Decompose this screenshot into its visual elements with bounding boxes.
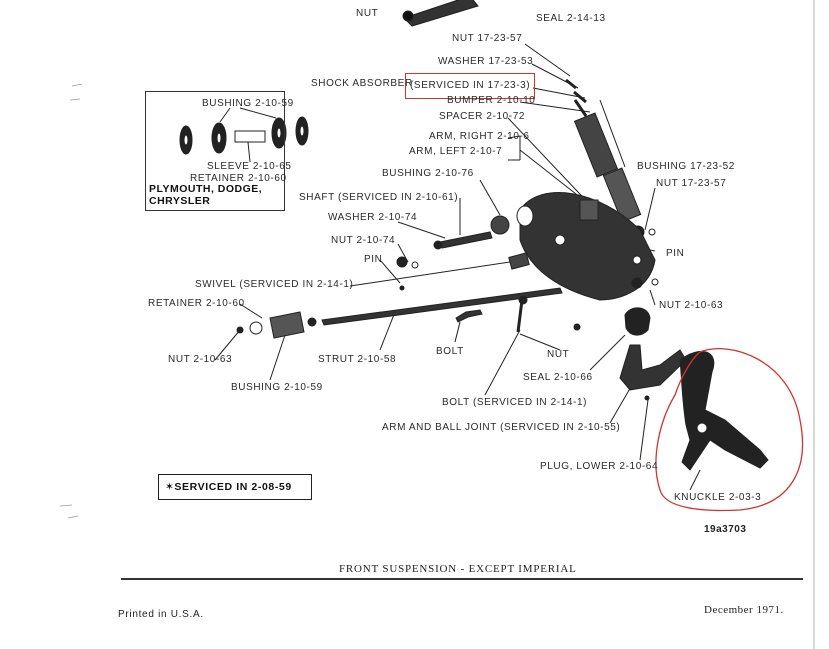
label-knuckle: KNUCKLE 2-03-3 [674, 492, 762, 503]
inset-sleeve-label: SLEEVE 2-10-65 [207, 161, 292, 172]
inset-box [145, 91, 285, 211]
label-strut: STRUT 2-10-58 [318, 354, 397, 365]
label-pin-left: PIN [364, 254, 383, 265]
inset-retainer-label: RETAINER 2-10-60 [190, 173, 287, 184]
ball-joint-arm-part [619, 344, 687, 391]
label-shaft: SHAFT (SERVICED IN 2-10-61) [299, 192, 459, 203]
label-nut-top: NUT [356, 8, 379, 19]
inset-bushing-label: BUSHING 2-10-59 [202, 98, 294, 109]
inset-makes-line1: PLYMOUTH, DODGE, [149, 183, 263, 195]
label-seal-top: SEAL 2-14-13 [536, 13, 606, 24]
label-retainer-2-10-60: RETAINER 2-10-60 [148, 298, 245, 309]
label-nut-mid: NUT [547, 349, 570, 360]
label-shock-absorber: SHOCK ABSORBER [311, 78, 413, 89]
label-seal-2-10-66: SEAL 2-10-66 [523, 372, 593, 383]
label-arm-left: ARM, LEFT 2-10-7 [409, 146, 503, 157]
label-bushing-2-10-76: BUSHING 2-10-76 [382, 168, 474, 179]
label-nut-2-10-63-right: NUT 2-10-63 [659, 300, 724, 311]
label-bolt-serviced: BOLT (SERVICED IN 2-14-1) [442, 397, 588, 408]
shock-absorber-part [573, 112, 619, 178]
label-spacer: SPACER 2-10-72 [439, 111, 526, 122]
strut-part [321, 287, 563, 326]
knuckle-highlight-circle [655, 348, 804, 512]
serviced-note-text: ✶SERVICED IN 2-08-59 [165, 481, 292, 493]
label-nut-17-23-57-b: NUT 17-23-57 [656, 178, 727, 189]
top-nut-part [402, 10, 414, 22]
printed-in-text: Printed in U.S.A. [118, 609, 204, 620]
knuckle-part [679, 351, 769, 471]
label-washer-2-10-74: WASHER 2-10-74 [328, 212, 418, 223]
label-swivel: SWIVEL (SERVICED IN 2-14-1) [195, 279, 354, 290]
label-arm-ball-joint: ARM AND BALL JOINT (SERVICED IN 2-10-55) [382, 422, 621, 433]
label-washer-17-23-53: WASHER 17-23-53 [438, 56, 534, 67]
label-bushing-2-10-59: BUSHING 2-10-59 [231, 382, 323, 393]
print-date: December 1971. [704, 604, 784, 616]
label-nut-2-10-74: NUT 2-10-74 [331, 235, 396, 246]
footer-title: FRONT SUSPENSION - EXCEPT IMPERIAL [339, 563, 577, 575]
label-nut-2-10-63-left: NUT 2-10-63 [168, 354, 233, 365]
footer-rule [121, 578, 803, 580]
label-nut-17-23-57-a: NUT 17-23-57 [452, 33, 523, 44]
label-pin-right: PIN [666, 248, 685, 259]
seal-part [624, 307, 651, 336]
label-bushing-17-23-52: BUSHING 17-23-52 [637, 161, 735, 172]
serviced-note-box: ✶SERVICED IN 2-08-59 [158, 474, 312, 500]
inset-makes-line2: CHRYSLER [149, 195, 211, 207]
label-shock-serviced: (SERVICED IN 17-23-3) [410, 80, 531, 91]
label-arm-right: ARM, RIGHT 2-10-6 [429, 131, 530, 142]
upper-rod-part [403, 0, 479, 27]
page-edge [813, 0, 815, 649]
figure-number: 19a3703 [704, 524, 747, 535]
shock-serviced-highlight-box [405, 73, 535, 99]
label-plug-lower: PLUG, LOWER 2-10-64 [540, 461, 659, 472]
label-bolt: BOLT [436, 346, 464, 357]
label-bumper: BUMPER 2-10-10 [447, 95, 536, 106]
